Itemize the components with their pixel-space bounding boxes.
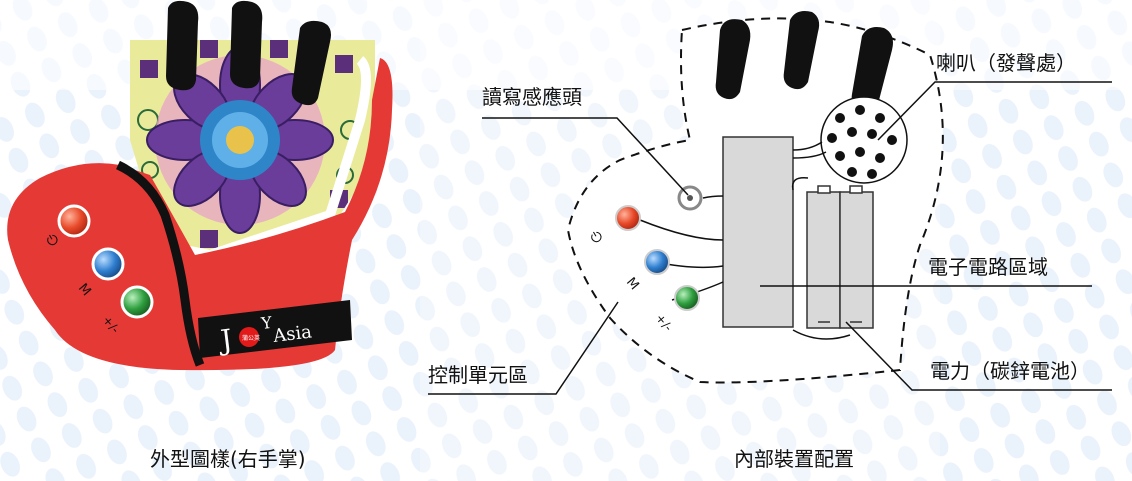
reader-head-center [687,195,693,201]
glove-plusminus-button[interactable] [120,285,154,319]
caption-right: 內部裝置配置 [734,447,854,471]
battery-pack [806,185,874,329]
glove-red-body [7,58,393,371]
glove-interior: ⏻ M +/- [566,11,944,384]
control-label: 控制單元區 [428,363,528,387]
reader-label: 讀寫感應頭 [482,85,582,109]
reader-leader [482,117,689,196]
interior-fingers [715,11,893,112]
glove-mode-button[interactable] [91,247,125,281]
battery-label: 電力（碳鋅電池） [930,359,1090,383]
glove-exterior: ⏻ M +/- J 蒲公英 Y Asia [7,0,393,371]
battery-leader [845,321,1112,391]
glove-power-button[interactable] [57,204,91,238]
speaker-label: 喇叭（發聲處） [936,51,1076,75]
speaker-leader [877,81,1112,141]
glove-cuff-trim [184,56,371,261]
glove-seam [115,160,205,367]
caption-left: 外型圖樣(右手掌) [150,447,306,471]
logo-strip [198,300,352,358]
svg-text:蒲公英: 蒲公英 [242,334,260,342]
interior-plusminus-button[interactable] [674,285,700,311]
interior-power-button[interactable] [615,205,641,231]
circuit-label: 電子電路區域 [928,255,1048,279]
interior-mode-button[interactable] [644,249,670,275]
speaker [820,96,908,184]
glove-fingers [166,0,331,106]
control-leader [428,301,619,395]
svg-text:Asia: Asia [271,321,313,347]
wires [639,141,851,340]
svg-text:Y: Y [259,313,273,333]
leader-lines [428,81,1112,395]
circuit-board [722,136,794,328]
